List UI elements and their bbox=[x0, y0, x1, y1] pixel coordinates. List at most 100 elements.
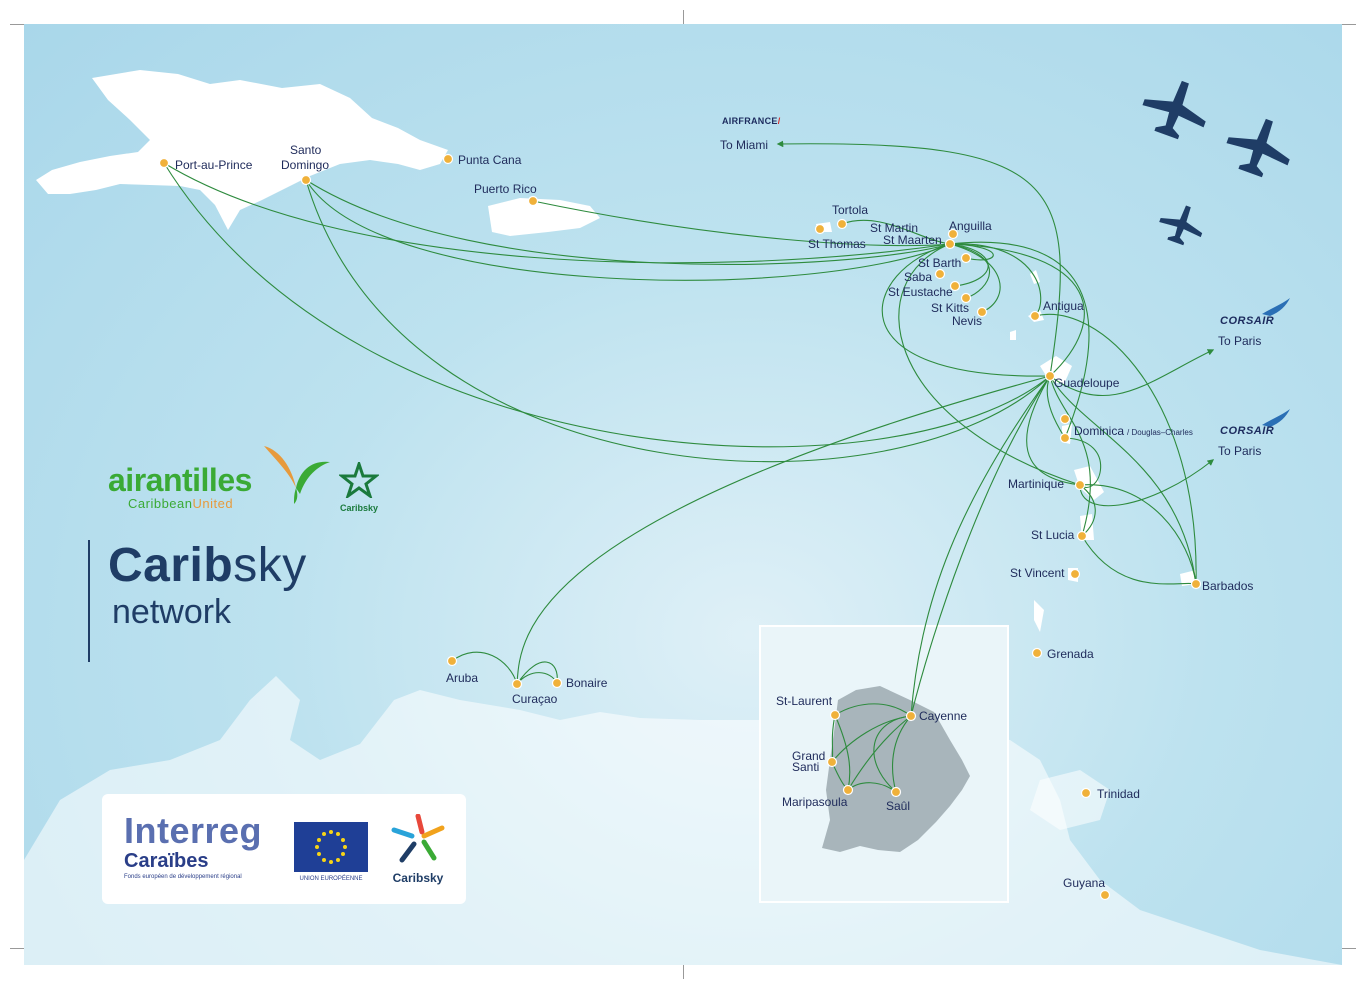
airantilles-wordmark: airantilles bbox=[108, 462, 252, 498]
puerto-rico-landmass bbox=[488, 198, 600, 236]
pin-punta-cana bbox=[442, 153, 454, 165]
crop-mark bbox=[1342, 24, 1356, 25]
label-st-lucia: St Lucia bbox=[1031, 528, 1075, 542]
pin-st-maarten bbox=[944, 238, 956, 250]
label-to-miami: To Miami bbox=[720, 138, 768, 152]
corsair-logo: CORSAIR bbox=[1220, 425, 1275, 437]
interreg-fund: Fonds européen de développement régional bbox=[124, 874, 242, 880]
label-puerto-rico: Puerto Rico bbox=[474, 182, 537, 196]
airfrance-word: AIRFRANCE bbox=[722, 116, 778, 126]
french-guiana-inset bbox=[759, 625, 1009, 903]
pin-trinidad bbox=[1080, 787, 1092, 799]
caribsky-logo: Caribsky bbox=[382, 813, 454, 885]
airantilles-bird-icon bbox=[264, 446, 330, 504]
label-st-laurent: St-Laurent bbox=[776, 694, 833, 708]
place-labels: Port-au-Prince Santo Domingo Punta Cana … bbox=[175, 138, 1261, 890]
corsair-swoosh-icon bbox=[1262, 298, 1290, 316]
eu-flag-icon bbox=[294, 822, 368, 872]
caribsky-logo-label: Caribsky bbox=[392, 871, 444, 885]
label-cayenne: Cayenne bbox=[919, 709, 967, 723]
small-islands bbox=[816, 222, 1196, 632]
pin-dominica bbox=[1059, 432, 1071, 444]
airplane-icon bbox=[1159, 205, 1203, 246]
label-nevis: Nevis bbox=[952, 314, 982, 328]
pin-st-laurent bbox=[829, 709, 841, 721]
interreg-wordmark: Interreg bbox=[124, 810, 263, 851]
pin-martinique bbox=[1074, 479, 1086, 491]
pin-maripasoula bbox=[842, 784, 854, 796]
label-punta-cana: Punta Cana bbox=[458, 153, 522, 167]
pin-port-au-prince bbox=[158, 157, 170, 169]
interreg-region: Caraïbes bbox=[124, 850, 209, 872]
pin-guadeloupe bbox=[1044, 370, 1056, 382]
network-subtitle: network bbox=[112, 593, 232, 631]
crop-mark bbox=[10, 948, 24, 949]
label-anguilla: Anguilla bbox=[949, 219, 992, 233]
label-guadeloupe: Guadeloupe bbox=[1054, 376, 1120, 390]
pin-tortola bbox=[836, 218, 848, 230]
label-st-thomas: St Thomas bbox=[808, 237, 866, 251]
corsair-logo: CORSAIR bbox=[1220, 315, 1275, 327]
airfrance-logo: AIRFRANCE/ bbox=[722, 116, 781, 126]
pin-st-eustache bbox=[949, 280, 961, 292]
title-rest: sky bbox=[233, 539, 307, 592]
caribsky-star-icon bbox=[391, 813, 445, 863]
crop-mark bbox=[683, 965, 684, 979]
label-barbados: Barbados bbox=[1202, 579, 1253, 593]
label-santi: Santi bbox=[792, 760, 819, 774]
label-guyana: Guyana bbox=[1063, 876, 1105, 890]
crop-mark bbox=[1342, 948, 1356, 949]
tagline-part-b: United bbox=[192, 496, 234, 511]
airantilles-tagline: CaribbeanUnited bbox=[128, 496, 233, 511]
label-st-eustache: St Eustache bbox=[888, 285, 953, 299]
crop-mark bbox=[10, 24, 24, 25]
tagline-part-a: Caribbean bbox=[128, 496, 193, 511]
pin-puerto-rico bbox=[527, 195, 539, 207]
network-title: Caribsky network bbox=[88, 540, 307, 662]
label-tortola: Tortola bbox=[832, 203, 868, 217]
label-aruba: Aruba bbox=[446, 671, 478, 685]
crop-mark bbox=[683, 10, 684, 24]
label-antigua: Antigua bbox=[1043, 299, 1084, 313]
pin-st-barth bbox=[960, 252, 972, 264]
label-domingo: Domingo bbox=[281, 158, 329, 172]
pin-antigua bbox=[1029, 310, 1041, 322]
pin-nevis bbox=[976, 306, 988, 318]
label-st-kitts: St Kitts bbox=[931, 301, 969, 315]
caribsky-mini-label: Caribsky bbox=[339, 503, 379, 513]
label-st-vincent: St Vincent bbox=[1010, 566, 1065, 580]
interreg-panel: Interreg Caraïbes Fonds européen de déve… bbox=[102, 794, 466, 904]
label-to-paris-2: To Paris bbox=[1218, 444, 1261, 458]
airfrance-stripe: / bbox=[777, 116, 781, 126]
pin-marie-galante bbox=[1059, 413, 1071, 425]
caribsky-star-icon bbox=[337, 459, 381, 500]
pin-saba bbox=[934, 268, 946, 280]
pin-bonaire bbox=[551, 677, 563, 689]
pin-cayenne bbox=[905, 710, 917, 722]
label-to-paris-1: To Paris bbox=[1218, 334, 1261, 348]
label-santo: Santo bbox=[290, 143, 322, 157]
pin-anguilla bbox=[947, 228, 959, 240]
label-grenada: Grenada bbox=[1047, 647, 1094, 661]
label-st-martin: St Martin bbox=[870, 221, 918, 235]
label-dominica-sub: / Douglas–Charles bbox=[1127, 428, 1193, 437]
pin-barbados bbox=[1190, 578, 1202, 590]
pin-st-thomas bbox=[814, 223, 826, 235]
hispaniola-landmass bbox=[36, 70, 448, 230]
label-grand: Grand bbox=[792, 749, 825, 763]
label-saul: Saûl bbox=[886, 799, 910, 813]
pin-st-lucia bbox=[1076, 530, 1088, 542]
pin-aruba bbox=[446, 655, 458, 667]
label-saba: Saba bbox=[904, 270, 932, 284]
label-maripasoula: Maripasoula bbox=[782, 795, 848, 809]
label-bonaire: Bonaire bbox=[566, 676, 608, 690]
airplane-icon bbox=[1142, 80, 1206, 140]
network-title-main: Caribsky bbox=[108, 540, 307, 592]
label-port-au-prince: Port-au-Prince bbox=[175, 158, 253, 172]
pin-guyana bbox=[1099, 889, 1111, 901]
pin-saul bbox=[890, 786, 902, 798]
title-bold: Carib bbox=[108, 539, 234, 592]
label-curacao: Curaçao bbox=[512, 692, 558, 706]
corsair-swoosh-icon bbox=[1262, 409, 1290, 427]
pin-st-kitts bbox=[960, 292, 972, 304]
